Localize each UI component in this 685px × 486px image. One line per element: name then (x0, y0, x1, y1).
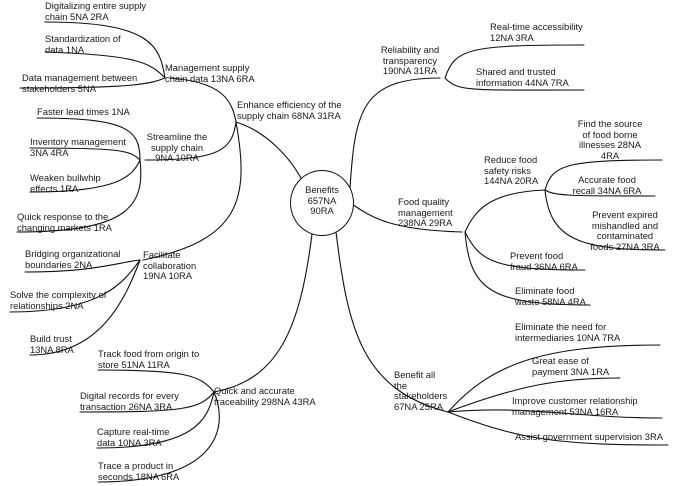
leaf-standardization: Standardization of data 1NA (45, 33, 121, 55)
edge-management-standardization (44, 51, 166, 79)
edge-reliability-realtime (444, 44, 585, 79)
leaf-trace-product: Trace a product in seconds 18NA 6RA (98, 460, 180, 482)
edge-trace-capture (96, 391, 215, 449)
leaf-fraud: Prevent food fraud 36NA 6RA (510, 250, 578, 272)
branch-food-safety: Reduce food safety risks 144NA 20RA (484, 154, 539, 187)
edge-facilitate-complexity (9, 259, 141, 313)
leaf-track-food: Track food from origin to store 51NA 11R… (98, 348, 200, 370)
edge-facilitate-bridging (24, 259, 141, 273)
leaf-food-borne: Find the source of food borne illnesses … (577, 118, 643, 161)
edge-stakeholders-payment (447, 377, 621, 413)
branch-stakeholders: Benefit all the stakeholders 67NA 25RA (394, 369, 448, 412)
leaf-government: Assist government supervision 3RA (515, 431, 663, 442)
edge-foodquality-fraud (464, 231, 586, 271)
edge-efficiency-streamline (144, 121, 237, 161)
leaf-capture: Capture real-time data 10NA 3RA (97, 426, 170, 448)
leaf-expired: Prevent expired mishandled and contamina… (590, 209, 660, 252)
leaf-digitalizing: Digitalizing entire supply chain 5NA 2RA (45, 0, 147, 22)
edge-center-traceability (213, 233, 313, 393)
edge-stakeholders-government (447, 411, 669, 446)
edge-center-food-quality (351, 203, 463, 233)
leaf-bridging: Bridging organizational boundaries 2NA (25, 248, 121, 270)
branch-streamline: Streamline the supply chain 9NA 10RA (146, 131, 208, 164)
edge-safety-recall (544, 189, 656, 197)
edge-management-datamgmt (19, 77, 166, 89)
leaf-recall: Accurate food recall 34NA 6RA (572, 174, 642, 196)
edge-foodquality-waste (464, 231, 591, 306)
branch-management: Management supply chain data 13NA 6RA (165, 62, 255, 84)
leaf-waste: Eliminate food waste 58NA 4RA (515, 285, 586, 307)
leaf-bullwhip: Weaken bullwhip effects 1RA (30, 172, 101, 194)
leaf-payment: Great ease of payment 3NA 1RA (532, 355, 610, 377)
branch-reliability: Reliability and transparency 190NA 31RA (380, 44, 440, 77)
branch-facilitate: Facilitate collaboration 19NA 10RA (143, 249, 197, 282)
edge-safety-borne (544, 159, 663, 191)
branch-food-quality: Food quality management 238NA 29RA (398, 196, 453, 229)
center-label: Benefits 657NA 90RA (305, 184, 339, 217)
edge-stakeholders-intermediaries (447, 344, 661, 413)
branch-efficiency: Enhance efficiency of the supply chain 6… (237, 99, 342, 121)
edge-management-digitalizing (44, 21, 166, 79)
leaf-realtime: Real-time accessibility 12NA 3RA (490, 21, 583, 43)
leaf-quick-response: Quick response to the changing markets 1… (17, 211, 112, 233)
leaf-trust: Build trust 13NA 8RA (30, 333, 74, 355)
edge-trace-track (97, 369, 215, 393)
leaf-complexity: Solve the complexity of relationships 2N… (10, 289, 107, 311)
edge-center-efficiency (235, 121, 304, 183)
edge-facilitate-trust (29, 259, 141, 356)
edge-trace-digital (79, 391, 215, 413)
edge-center-reliability (349, 77, 441, 189)
leaf-crm: Improve customer relationship management… (512, 395, 638, 417)
edge-safety-expired (544, 189, 666, 251)
leaf-data-management: Data management between stakeholders 5NA (22, 72, 138, 94)
edge-efficiency-facilitate (142, 121, 242, 261)
edge-foodquality-safety (464, 189, 546, 233)
edge-center-stakeholders (335, 231, 449, 413)
leaf-digital-records: Digital records for every transaction 26… (80, 390, 179, 412)
edge-streamline-bullwhip (29, 159, 141, 193)
edge-streamline-quick (16, 159, 142, 233)
edge-streamline-inventory (29, 147, 141, 161)
center-node: Benefits 657NA 90RA (290, 170, 354, 236)
leaf-inventory: Inventory management 3NA 4RA (30, 136, 126, 158)
leaf-intermediaries: Eliminate the need for intermediaries 10… (515, 321, 621, 343)
edge-streamline-faster (36, 117, 141, 161)
leaf-shared: Shared and trusted information 44NA 7RA (476, 66, 569, 88)
branch-traceability: Quick and accurate traceability 298NA 43… (214, 385, 316, 407)
edge-reliability-shared (444, 77, 585, 91)
edge-stakeholders-crm (447, 409, 663, 419)
edge-trace-product (97, 391, 220, 483)
edge-efficiency-management (169, 77, 237, 123)
leaf-faster-lead: Faster lead times 1NA (37, 106, 130, 117)
